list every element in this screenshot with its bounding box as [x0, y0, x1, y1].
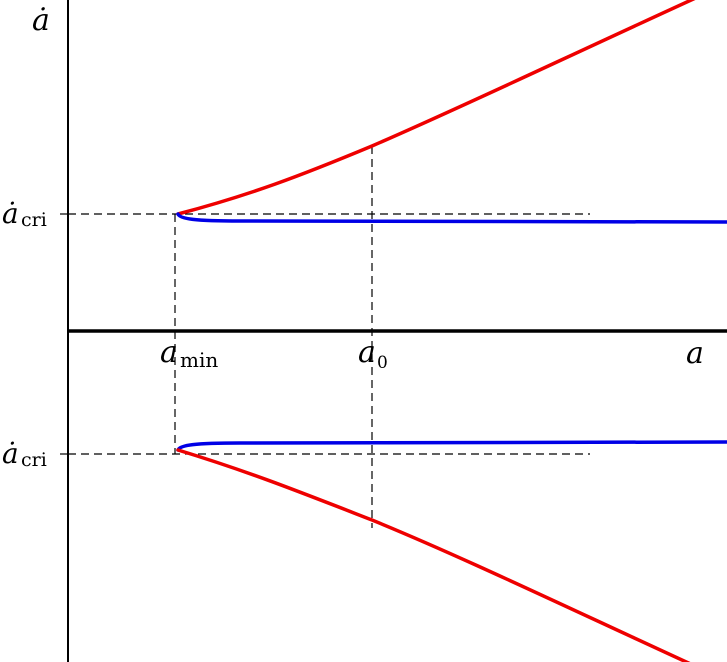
crit-top-sub: cri [21, 209, 47, 231]
crit-bottom-label: ȧ cri [2, 437, 47, 471]
upper-red-branch [176, 0, 696, 216]
upper-blue-branch [176, 212, 727, 224]
a0-label: a 0 [358, 335, 388, 373]
a-min-base: a [160, 335, 178, 370]
crit-top-base: ȧ [2, 197, 19, 230]
x-axis-label: a [686, 336, 704, 371]
a0-base: a [358, 335, 376, 370]
a0-sub: 0 [377, 353, 388, 373]
y-axis-label: ȧ [32, 3, 50, 38]
lower-red-branch [176, 448, 691, 662]
lower-blue-branch [176, 440, 727, 452]
crit-bottom-base: ȧ [2, 437, 19, 470]
crit-bottom-sub: cri [21, 449, 47, 471]
crit-top-label: ȧ cri [2, 197, 47, 231]
a-min-sub: min [180, 348, 218, 372]
a-min-label: a min [160, 335, 218, 372]
guide-lines [68, 146, 590, 528]
